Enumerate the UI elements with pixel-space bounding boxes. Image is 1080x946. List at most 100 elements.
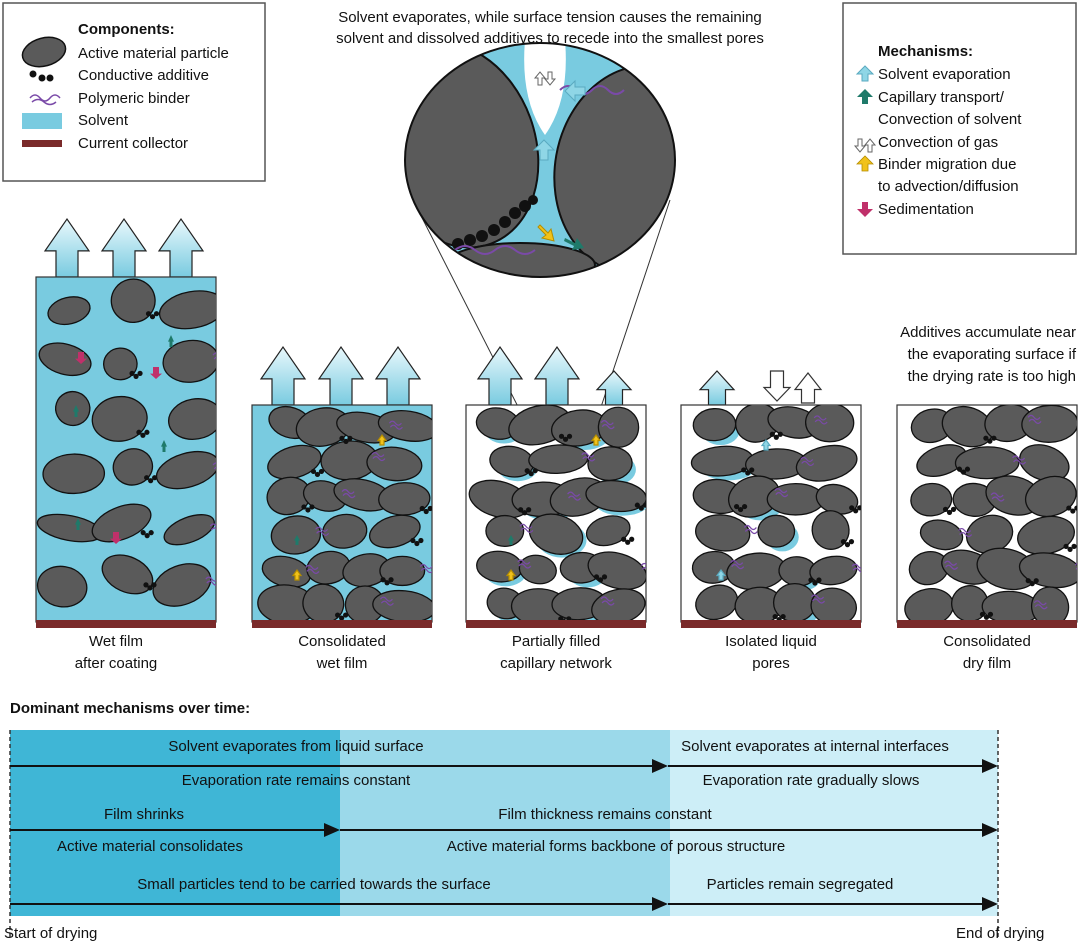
capillary-arrow (75, 518, 81, 530)
evaporation-arrow (476, 345, 524, 406)
polymeric-binder (774, 488, 789, 498)
particle-icon (21, 36, 67, 68)
conductive-additive (1070, 508, 1076, 514)
conductive-additive (1074, 505, 1077, 511)
conductive-additive (741, 503, 748, 510)
conductive-additive (946, 509, 953, 515)
mechanisms-title: Mechanisms: (878, 43, 974, 60)
conductive-additive (629, 536, 635, 542)
polymeric-binder (851, 563, 861, 573)
stage-5-label-1: Consolidated (943, 633, 1031, 650)
legend-label-solvent: Solvent (78, 112, 129, 129)
gas-arrow-icon (853, 138, 877, 153)
active-material-particle (47, 296, 91, 326)
sedimentation-arrow (110, 532, 122, 544)
stage-1-label-2: after coating (74, 655, 158, 672)
conductive-additive (601, 574, 608, 580)
active-material-particle (919, 519, 964, 551)
stage-panel-2 (251, 345, 433, 628)
zoom-caption-line-2: solvent and dissolved additives to reced… (336, 30, 764, 47)
conductive-additive (518, 507, 524, 513)
mechanism-label-binder: Binder migration due (878, 156, 1017, 173)
polymeric-binder (519, 523, 534, 533)
polymeric-binder (990, 492, 1005, 502)
active-material-particle (1019, 444, 1070, 482)
active-material-particle (368, 514, 421, 549)
conductive-additive (532, 468, 538, 474)
active-material-particle (377, 410, 432, 442)
evaporation-arrow (715, 568, 727, 581)
conductive-additive (812, 580, 818, 586)
polymeric-binder (341, 489, 356, 499)
conductive-additive (987, 611, 994, 617)
polymeric-binder (217, 411, 230, 419)
conductive-additive (956, 466, 963, 472)
active-material-particle (270, 515, 322, 555)
evaporation-arrow-icon (855, 65, 875, 82)
conductive-additive (642, 502, 646, 508)
binder-arrow-icon (856, 155, 874, 172)
polymeric-binder (1074, 562, 1077, 570)
zoom-detail (405, 43, 675, 277)
active-material-particle (302, 583, 345, 622)
polymeric-binder (212, 462, 216, 470)
polymeric-binder (219, 302, 232, 310)
active-material-particle (158, 290, 216, 330)
conductive-additive (1066, 505, 1072, 511)
stage-2-label-2: wet film (316, 655, 368, 672)
binder-migration-arrow (505, 568, 517, 581)
conductive-additive (1025, 578, 1031, 584)
active-material-particle (585, 515, 631, 547)
conductive-additive (129, 370, 135, 376)
timeline-phase-3 (670, 730, 998, 916)
conductive-additive (528, 471, 534, 477)
tl-row2-below-right: Active material forms backbone of porous… (446, 838, 786, 855)
active-material-particle (366, 446, 423, 482)
conductive-additive (343, 612, 349, 618)
conductive-additive (625, 539, 631, 545)
conductive-additive (144, 533, 150, 539)
sedimentation-arrow-icon (857, 202, 873, 217)
tl-row1-above-left: Solvent evaporates from liquid surface (168, 738, 424, 755)
active-material-particle (162, 339, 216, 383)
components-box (2, 2, 266, 182)
conductive-additive (314, 471, 321, 478)
binder-migration-arrow (291, 568, 303, 581)
conductive-additive (410, 537, 416, 544)
conductive-additive (148, 478, 154, 484)
conductive-additive (524, 468, 530, 474)
collector-swatch (22, 140, 62, 147)
conductive-additive (1071, 543, 1077, 549)
capillary-arrow (73, 405, 79, 417)
conductive-additive (638, 505, 644, 511)
solvent-swatch (22, 113, 62, 129)
conductive-additive (773, 434, 779, 440)
conductive-additive (136, 429, 142, 435)
conductive-additive (335, 612, 341, 618)
conductive-additive (148, 530, 154, 536)
conductive-additive (1063, 543, 1069, 549)
stage-3-label-2: capillary network (500, 655, 612, 672)
conductive-additive (151, 582, 157, 588)
conductive-additive (808, 577, 814, 583)
active-material-particle (91, 395, 148, 442)
polymeric-binder (379, 596, 394, 606)
conductive-additive (526, 507, 532, 513)
timeline-end-label: End of drying (956, 925, 1045, 942)
mechanism-label-sedimentation: Sedimentation (878, 201, 974, 218)
additives-note-line-2: the evaporating surface if (907, 346, 1076, 363)
timeline-phase-1 (10, 730, 340, 916)
conductive-additive (991, 435, 997, 441)
tl-row2-below-left: Active material consolidates (57, 838, 243, 855)
conductive-additive (339, 615, 345, 621)
active-material-particle (485, 514, 525, 547)
polymeric-binder (205, 576, 216, 586)
conductive-additive (305, 507, 311, 513)
active-material-particle (585, 479, 646, 513)
active-material-particle (110, 278, 156, 324)
binder-migration-arrow (590, 433, 602, 446)
conductive-additive (144, 475, 150, 481)
sedimentation-arrow (150, 367, 162, 379)
tl-arrow-3b-head (982, 897, 998, 911)
